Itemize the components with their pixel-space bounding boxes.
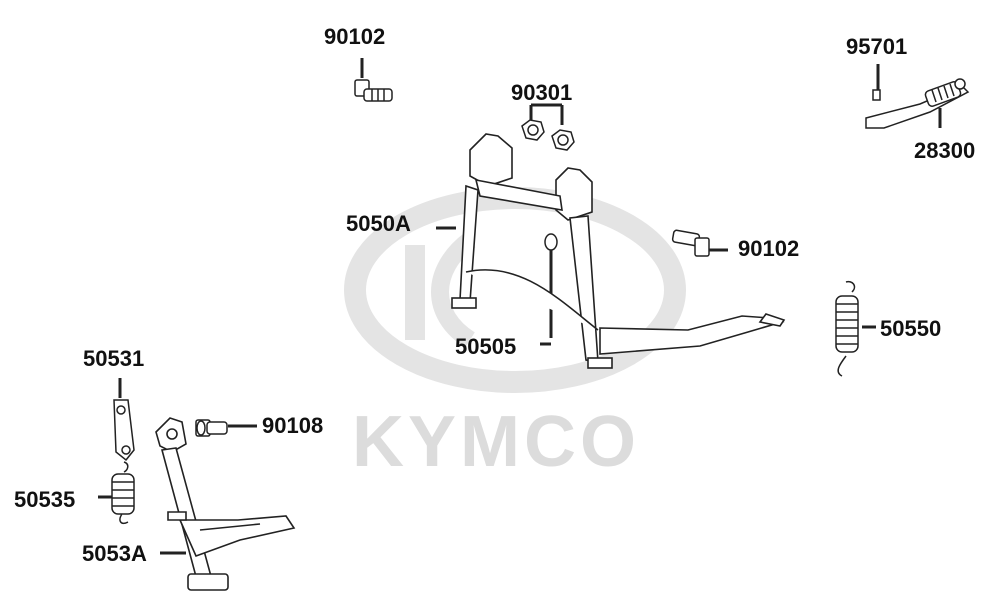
spring-50550[interactable] — [835, 280, 859, 377]
main-stand-5050A[interactable] — [451, 133, 786, 369]
label-50505[interactable]: 50505 — [455, 334, 517, 359]
label-50531[interactable]: 50531 — [83, 346, 145, 371]
label-90301[interactable]: 90301 — [511, 80, 573, 105]
label-5050A[interactable]: 5050A — [346, 211, 411, 236]
label-5053A[interactable]: 5053A — [82, 541, 147, 566]
label-95701[interactable]: 95701 — [846, 34, 908, 59]
label-50550[interactable]: 50550 — [880, 316, 942, 341]
leader-lines — [98, 58, 942, 555]
label-90108[interactable]: 90108 — [262, 413, 324, 438]
label-90102-right[interactable]: 90102 — [738, 236, 800, 261]
collar-50505[interactable] — [544, 233, 558, 251]
kymco-watermark-text: KYMCO — [352, 402, 640, 482]
pin-95701[interactable] — [872, 89, 881, 101]
label-90102-top[interactable]: 90102 — [324, 24, 386, 49]
side-stand-5053A[interactable] — [155, 417, 296, 591]
label-50535[interactable]: 50535 — [14, 487, 76, 512]
bolt-90102-right[interactable] — [671, 229, 710, 257]
spring-50535[interactable] — [111, 461, 135, 525]
plate-50531[interactable] — [113, 399, 135, 462]
nuts-90301[interactable] — [521, 119, 575, 151]
label-28300[interactable]: 28300 — [914, 138, 976, 163]
pedal-28300[interactable] — [865, 78, 970, 129]
bolt-90102-top[interactable] — [354, 79, 393, 102]
bolt-90108[interactable] — [195, 419, 228, 437]
